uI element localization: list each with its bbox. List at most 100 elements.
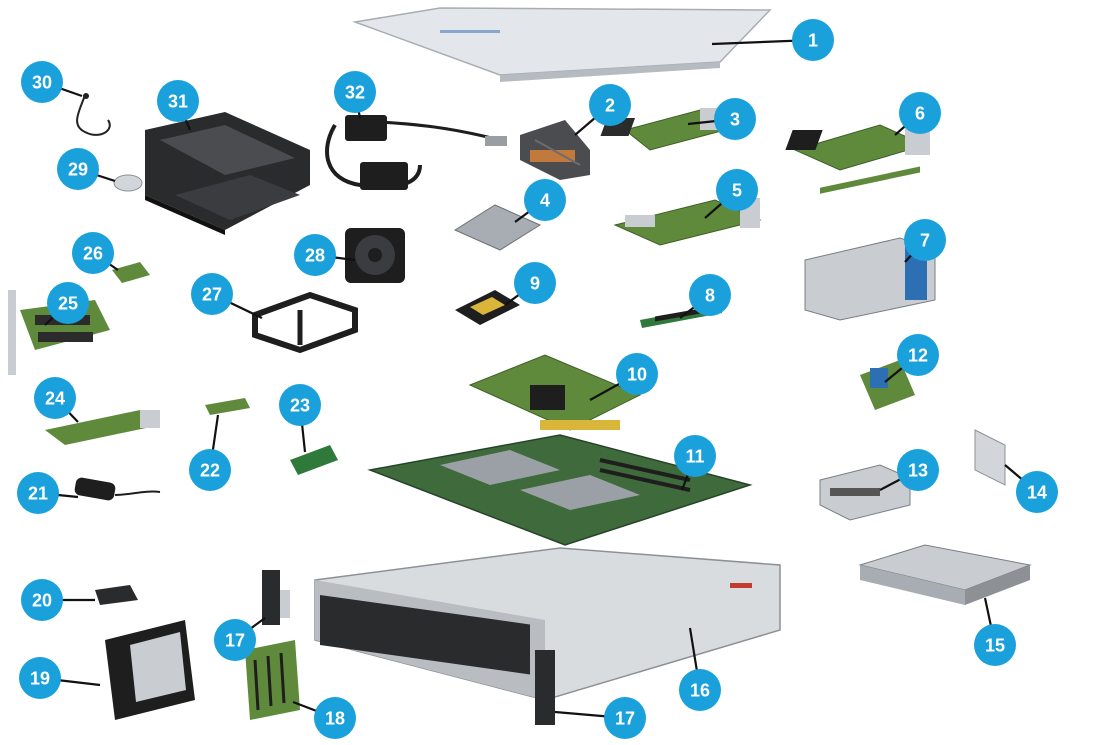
part-backplane	[245, 640, 300, 720]
callout-number: 7	[920, 231, 930, 251]
callout-number: 17	[225, 631, 245, 651]
callout-number: 18	[325, 709, 345, 729]
callout-27: 27	[191, 273, 233, 315]
callout-circle	[189, 449, 231, 491]
part-hard-drive	[105, 620, 195, 720]
callout-circle	[17, 472, 59, 514]
callout-circle	[1016, 471, 1058, 513]
callout-20: 20	[21, 579, 63, 621]
part-mezzanine-board	[468, 354, 642, 431]
callout-15: 15	[974, 624, 1016, 666]
part-coin-battery	[113, 174, 143, 192]
callout-circle	[689, 274, 731, 316]
callout-5: 5	[716, 169, 758, 211]
part-processor	[455, 290, 520, 325]
callout-circle	[34, 377, 76, 419]
part-cpu-cover	[453, 204, 542, 251]
part-supercap-cable	[325, 115, 507, 190]
callout-number: 16	[690, 681, 710, 701]
callout-number: 30	[32, 73, 52, 93]
callout-number: 17	[615, 709, 635, 729]
callout-number: 22	[200, 461, 220, 481]
callout-circle	[279, 384, 321, 426]
callout-circle	[604, 697, 646, 739]
part-drive-filler	[974, 429, 1006, 486]
callout-number: 27	[202, 285, 222, 305]
callout-31: 31	[157, 80, 199, 122]
callout-number: 28	[305, 246, 325, 266]
part-fan-bracket	[252, 291, 358, 354]
part-holder	[95, 585, 138, 605]
part-air-duct	[145, 112, 310, 235]
callout-1: 1	[792, 19, 834, 61]
callout-30: 30	[21, 61, 63, 103]
callout-21: 21	[17, 472, 59, 514]
part-fan	[345, 228, 405, 283]
callout-circle	[899, 92, 941, 134]
part-top-cover	[352, 7, 772, 82]
callout-circle	[714, 98, 756, 140]
callout-number: 9	[530, 274, 540, 294]
callout-circle	[19, 657, 61, 699]
part-chassis	[314, 547, 781, 701]
part-power-supply	[858, 544, 1032, 605]
callout-circle	[72, 232, 114, 274]
callout-8: 8	[689, 274, 731, 316]
callout-number: 14	[1027, 483, 1047, 503]
part-expansion-card	[613, 198, 762, 246]
callout-circle	[679, 669, 721, 711]
callout-circle	[792, 19, 834, 61]
callout-4: 4	[524, 179, 566, 221]
callout-32: 32	[334, 71, 376, 113]
callout-circle	[191, 273, 233, 315]
callout-18: 18	[314, 697, 356, 739]
callout-circle	[314, 697, 356, 739]
callout-number: 2	[605, 96, 615, 116]
part-motherboard	[367, 434, 753, 546]
callout-number: 15	[985, 636, 1005, 656]
callout-number: 3	[730, 110, 740, 130]
part-tpm-board	[205, 398, 250, 415]
callout-circle	[897, 449, 939, 491]
callout-circle	[524, 179, 566, 221]
callout-28: 28	[294, 234, 336, 276]
callout-11: 11	[674, 435, 716, 477]
part-rack-ear-right	[535, 650, 555, 725]
part-adapter-card	[45, 410, 160, 445]
part-sensor-cable	[76, 93, 111, 136]
callout-7: 7	[904, 219, 946, 261]
callout-3: 3	[714, 98, 756, 140]
callout-circle	[616, 353, 658, 395]
part-network-card	[785, 124, 930, 171]
part-heatsink	[520, 120, 590, 180]
callout-number: 12	[908, 346, 928, 366]
part-drive-cage	[819, 464, 911, 521]
part-rack-ear-left	[262, 570, 290, 625]
callout-number: 8	[705, 286, 715, 306]
callout-9: 9	[514, 262, 556, 304]
callout-number: 5	[732, 181, 742, 201]
callout-16: 16	[679, 669, 721, 711]
callout-10: 10	[616, 353, 658, 395]
callout-number: 31	[168, 92, 188, 112]
part-m2-ssd	[290, 445, 338, 475]
callout-24: 24	[34, 377, 76, 419]
callout-circle	[214, 619, 256, 661]
callout-number: 32	[345, 83, 365, 103]
callout-number: 20	[32, 591, 52, 611]
callout-circle	[47, 282, 89, 324]
callout-13: 13	[897, 449, 939, 491]
callout-17: 17	[604, 697, 646, 739]
callout-14: 14	[1016, 471, 1058, 513]
callout-number: 21	[28, 484, 48, 504]
callout-number: 13	[908, 461, 928, 481]
callout-circle	[334, 71, 376, 113]
callout-number: 1	[808, 31, 818, 51]
callout-circle	[157, 80, 199, 122]
callout-2: 2	[589, 84, 631, 126]
part-power-board	[860, 360, 915, 410]
callout-circle	[674, 435, 716, 477]
